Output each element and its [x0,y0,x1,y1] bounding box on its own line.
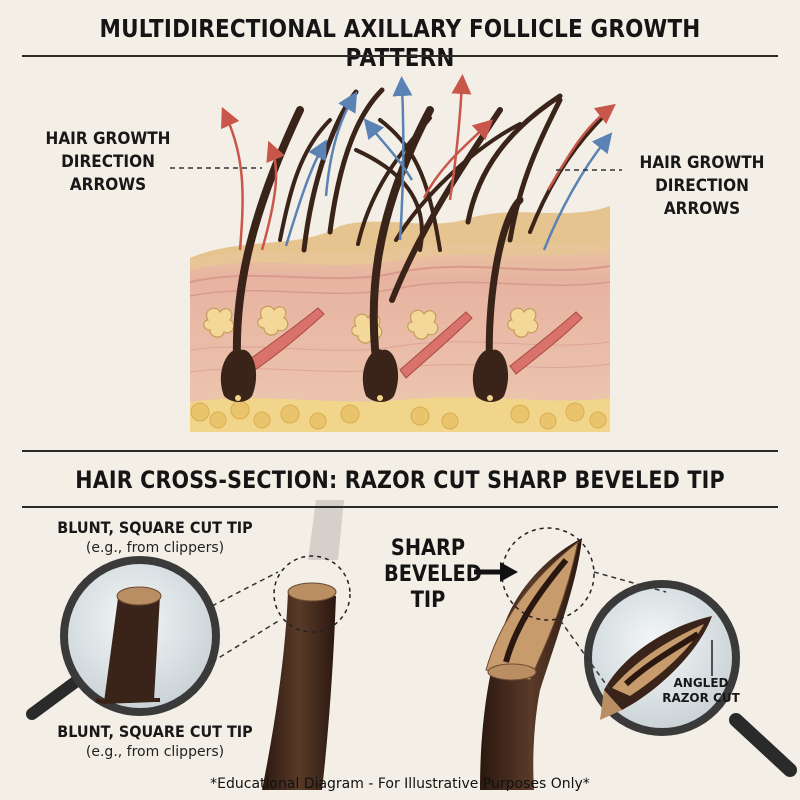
right-magnifier [584,580,797,777]
top-leader-lines [170,167,622,171]
right-arrow-label: HAIR GROWTH DIRECTION ARROWS [639,153,765,219]
hair-strands [220,87,604,402]
sharp-beveled-label: SHARP BEVELED TIP [384,536,482,613]
footer-note: *Educational Diagram - For Illustrative … [210,776,590,792]
left-leader-lines [211,571,281,663]
blunt-label-top: BLUNT, SQUARE CUT TIP [57,518,253,537]
title-divider [22,55,778,57]
main-title: MULTIDIRECTIONAL AXILLARY FOLLICLE GROWT… [99,14,701,72]
beveled-hair-strand [480,527,595,790]
section-title-divider [22,506,778,508]
left-magnifier [26,556,220,720]
section-divider [22,450,778,452]
growth-direction-arrows [221,74,616,251]
right-leader-lines [559,571,667,691]
left-arrow-label: HAIR GROWTH DIRECTION ARROWS [45,129,171,195]
blunt-sub-top: (e.g., from clippers) [85,540,225,556]
blunt-hair-strand [262,555,351,790]
blunt-sub-bottom: (e.g., from clippers) [85,744,225,760]
light-beam [308,500,344,560]
blunt-label-bottom: BLUNT, SQUARE CUT TIP [57,722,253,741]
section-title: HAIR CROSS-SECTION: RAZOR CUT SHARP BEVE… [75,466,725,494]
sharp-tip-arrow-icon [474,562,518,582]
angled-razor-label: ANGLED RAZOR CUT [662,676,740,705]
skin-cross-section [189,206,611,432]
